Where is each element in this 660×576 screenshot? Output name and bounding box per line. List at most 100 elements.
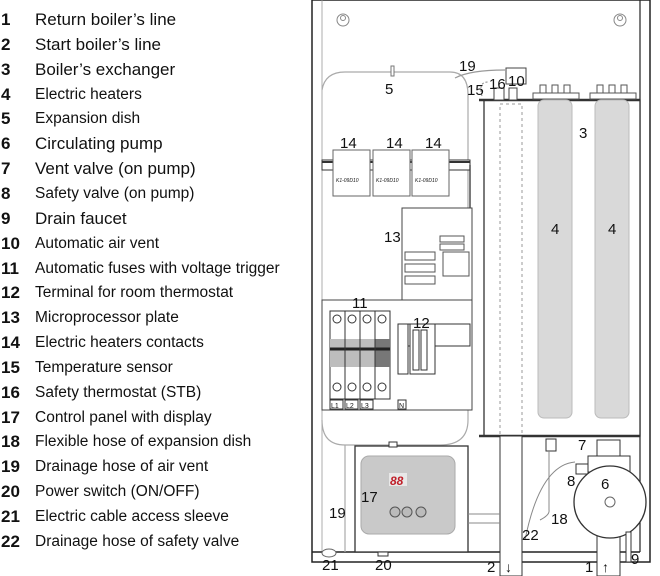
legend-number: 20 <box>1 482 20 502</box>
legend-number: 7 <box>1 159 11 179</box>
legend-label: Microprocessor plate <box>35 309 179 327</box>
power-switch <box>377 551 389 557</box>
legend-label: Electric heaters <box>35 85 142 103</box>
contactor: K1-09D10 <box>411 149 450 197</box>
legend-label: Expansion dish <box>35 110 141 128</box>
legend-number: 15 <box>1 357 20 377</box>
legend-label: Drainage hose of air vent <box>35 458 209 476</box>
automatic-fuses <box>329 310 391 400</box>
mounting-hole-icon <box>613 13 627 27</box>
callout-label: 5 <box>385 81 393 98</box>
legend-number: 14 <box>1 333 20 353</box>
legend-item: 4 Electric heaters <box>0 83 142 107</box>
callout-label: 16 <box>489 76 506 93</box>
legend-number: 18 <box>1 432 20 452</box>
legend-label: Return boiler’s line <box>35 10 177 29</box>
callout-label: 2 <box>487 559 495 576</box>
safety-thermostat <box>493 87 505 101</box>
callout-label: 19 <box>329 505 346 522</box>
microprocessor-plate <box>401 207 473 301</box>
legend-item: 14 Electric heaters contacts <box>0 331 204 355</box>
legend-number: 17 <box>1 407 20 427</box>
callout-label: 17 <box>361 489 378 506</box>
legend-item: 19 Drainage hose of air vent <box>0 455 208 479</box>
callout-label: ↓ <box>505 559 512 575</box>
callout-label: 19 <box>459 58 476 75</box>
air-vent <box>505 67 527 85</box>
terminal-labels: L1 L2 L3 N <box>329 399 407 410</box>
callout-label: K1-09D10 <box>336 178 359 184</box>
circulating-pump <box>573 465 647 539</box>
legend-label: Terminal for room thermostat <box>35 284 234 302</box>
callout-label: 1 <box>585 559 593 576</box>
legend-label: Safety valve (on pump) <box>35 184 195 202</box>
legend-label: Boiler’s exchanger <box>35 59 176 79</box>
legend-item: 2 Start boiler’s line <box>0 33 161 57</box>
legend-label: Electric heaters contacts <box>35 334 204 352</box>
legend-number: 9 <box>1 208 11 228</box>
callout-label: L1 <box>331 403 339 410</box>
callout-label: 3 <box>579 125 587 142</box>
cable-sleeve <box>321 548 337 558</box>
legend-item: 13 Microprocessor plate <box>0 306 179 330</box>
callout-label: 20 <box>375 557 392 574</box>
legend-number: 6 <box>1 134 11 154</box>
callout-label: 15 <box>467 82 484 99</box>
legend-number: 21 <box>1 507 20 526</box>
callout-label: 8 <box>567 473 575 490</box>
temperature-display: 88 <box>390 474 404 488</box>
callout-label: 14 <box>340 135 357 152</box>
drain-faucet <box>625 531 632 563</box>
legend-number: 19 <box>1 457 20 477</box>
callouts: 5 19 15 16 10 3 14 14 14 13 4 4 11 12 17… <box>322 58 639 576</box>
legend-number: 1 <box>1 10 11 29</box>
legend-number: 2 <box>1 34 11 54</box>
electric-heater <box>537 99 573 419</box>
start-line-pipe <box>499 435 523 576</box>
legend-number: 16 <box>1 382 20 402</box>
legend-number: 13 <box>1 308 20 328</box>
callout-label: K1-09D10 <box>376 178 399 184</box>
legend-label: Power switch (ON/OFF) <box>35 483 200 501</box>
legend-item: 10 Automatic air vent <box>0 232 159 256</box>
legend-label: Start boiler’s line <box>35 34 161 54</box>
callout-label: 21 <box>322 557 339 574</box>
callout-label: 18 <box>551 511 568 528</box>
legend-item: 3 Boiler’s exchanger <box>0 58 175 82</box>
legend-label: Electric cable access sleeve <box>35 508 229 525</box>
legend-item: 21 Electric cable access sleeve <box>0 505 229 529</box>
legend-label: Automatic air vent <box>35 234 160 252</box>
contactor: K1-09D10 <box>332 149 371 197</box>
legend-label: Drain faucet <box>35 208 127 228</box>
callout-label: N <box>399 403 404 410</box>
callout-label: L2 <box>346 403 354 410</box>
contactor: K1-09D10 <box>372 149 411 197</box>
callout-label: 6 <box>601 476 609 493</box>
callout-label: L3 <box>361 403 369 410</box>
callout-label: 7 <box>578 437 586 454</box>
callout-label: 9 <box>631 551 639 568</box>
legend-item: 6 Circulating pump <box>0 132 163 156</box>
control-buttons <box>389 506 427 518</box>
callout-label: 10 <box>508 73 525 90</box>
callout-label: 4 <box>551 221 559 238</box>
p-button <box>415 506 427 518</box>
callout-label: 14 <box>386 135 403 152</box>
up-button <box>401 506 413 518</box>
legend-number: 4 <box>1 84 11 104</box>
legend-number: 3 <box>1 59 11 79</box>
down-button <box>389 506 401 518</box>
callout-label: 4 <box>608 221 616 238</box>
legend-number: 10 <box>1 233 20 253</box>
legend-label: Circulating pump <box>35 134 163 154</box>
